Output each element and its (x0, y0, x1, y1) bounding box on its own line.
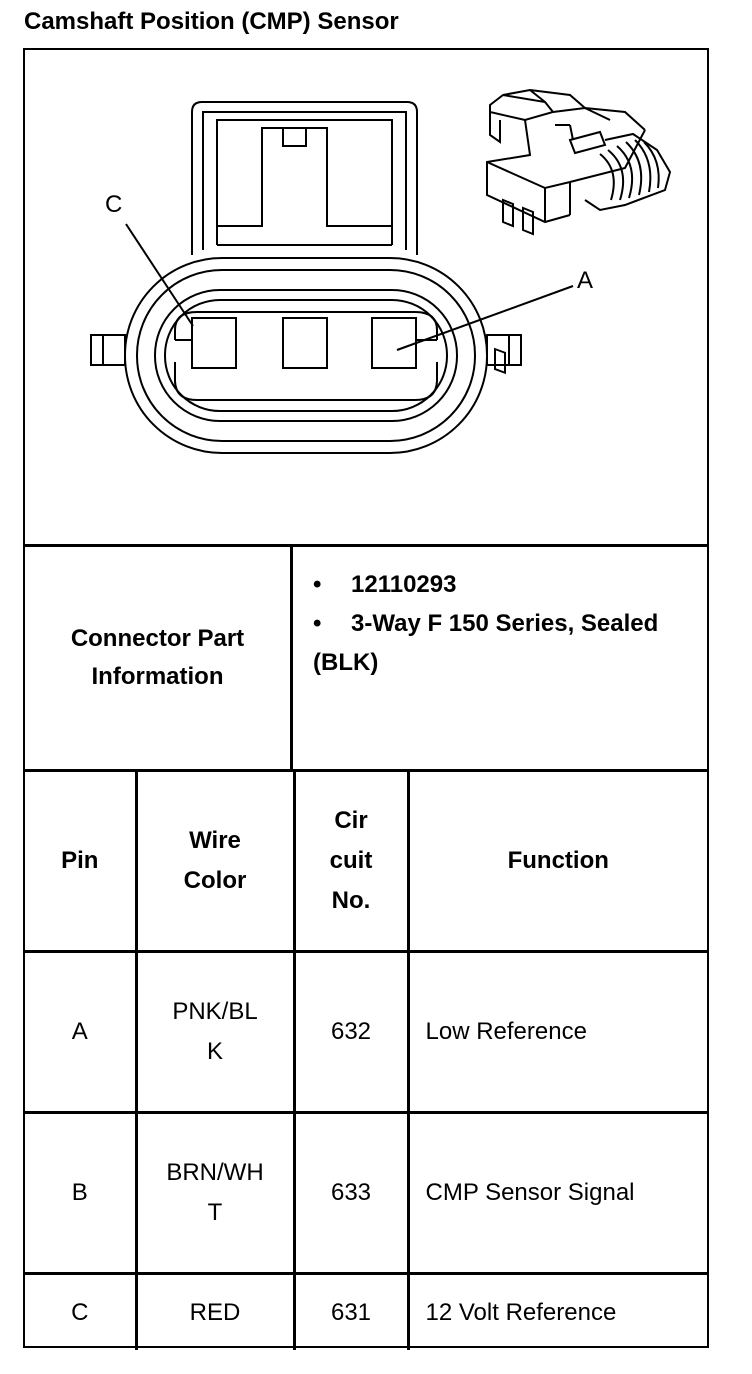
header-circuit-text: Cir cuit No. (329, 807, 373, 914)
connector-part-item: •3-Way F 150 Series, Sealed (BLK) (313, 604, 693, 682)
part-number: 12110293 (351, 571, 457, 598)
header-function: Function (408, 772, 707, 953)
connector-part-list: •12110293 •3-Way F 150 Series, Sealed (B… (313, 565, 693, 682)
connector-part-item: • 12110293 (313, 565, 693, 604)
table-row: C RED 631 12 Volt Reference (25, 1273, 707, 1350)
circuit-cell: 631 (294, 1273, 410, 1350)
wire-color-cell: RED (136, 1273, 296, 1350)
circuit-cell: 633 (294, 1112, 410, 1275)
header-circuit-no: Cir cuit No. (294, 772, 410, 953)
header-wire-color-text: Wire Color (183, 827, 247, 894)
table-row: B BRN/WHT 633 CMP Sensor Signal (25, 1112, 707, 1275)
pin-cell: A (25, 951, 138, 1114)
page-title: Camshaft Position (CMP) Sensor (24, 8, 399, 35)
wire-color-cell: BRN/WHT (136, 1112, 296, 1275)
pinout-table: Pin Wire Color Cir cuit No. Function A P… (25, 772, 707, 1350)
table-row: A PNK/BLK 632 Low Reference (25, 951, 707, 1114)
connector-info-label: Connector Part Information (25, 547, 293, 769)
callout-a-label: A (577, 267, 593, 294)
connector-part-info: Connector Part Information •12110293 •3-… (25, 547, 707, 772)
wire-color-cell: PNK/BLK (136, 951, 296, 1114)
table-header-row: Pin Wire Color Cir cuit No. Function (25, 772, 707, 953)
bullet-icon: • (313, 610, 322, 637)
function-cell: 12 Volt Reference (425, 1298, 617, 1326)
connector-face-drawing: C A (90, 88, 672, 454)
wire-color-text: PNK/BLK (172, 998, 258, 1065)
header-wire-color: Wire Color (136, 772, 296, 953)
function-cell: Low Reference (408, 951, 707, 1114)
connector-info-label-text: Connector Part Information (70, 625, 245, 690)
callout-c-label: C (105, 191, 122, 218)
connector-diagram: C A (25, 50, 707, 547)
function-cell: CMP Sensor Signal (408, 1112, 707, 1275)
pin-cell: C (25, 1273, 138, 1350)
bullet-icon: • (313, 571, 322, 598)
circuit-cell: 632 (294, 951, 410, 1114)
pin-cell: B (25, 1112, 138, 1275)
header-pin: Pin (25, 772, 138, 953)
wire-color-text: BRN/WHT (166, 1159, 264, 1226)
part-description: 3-Way F 150 Series, Sealed (BLK) (313, 610, 659, 676)
connector-sheet: C A Connector Part Information • 12110293… (23, 48, 709, 1350)
